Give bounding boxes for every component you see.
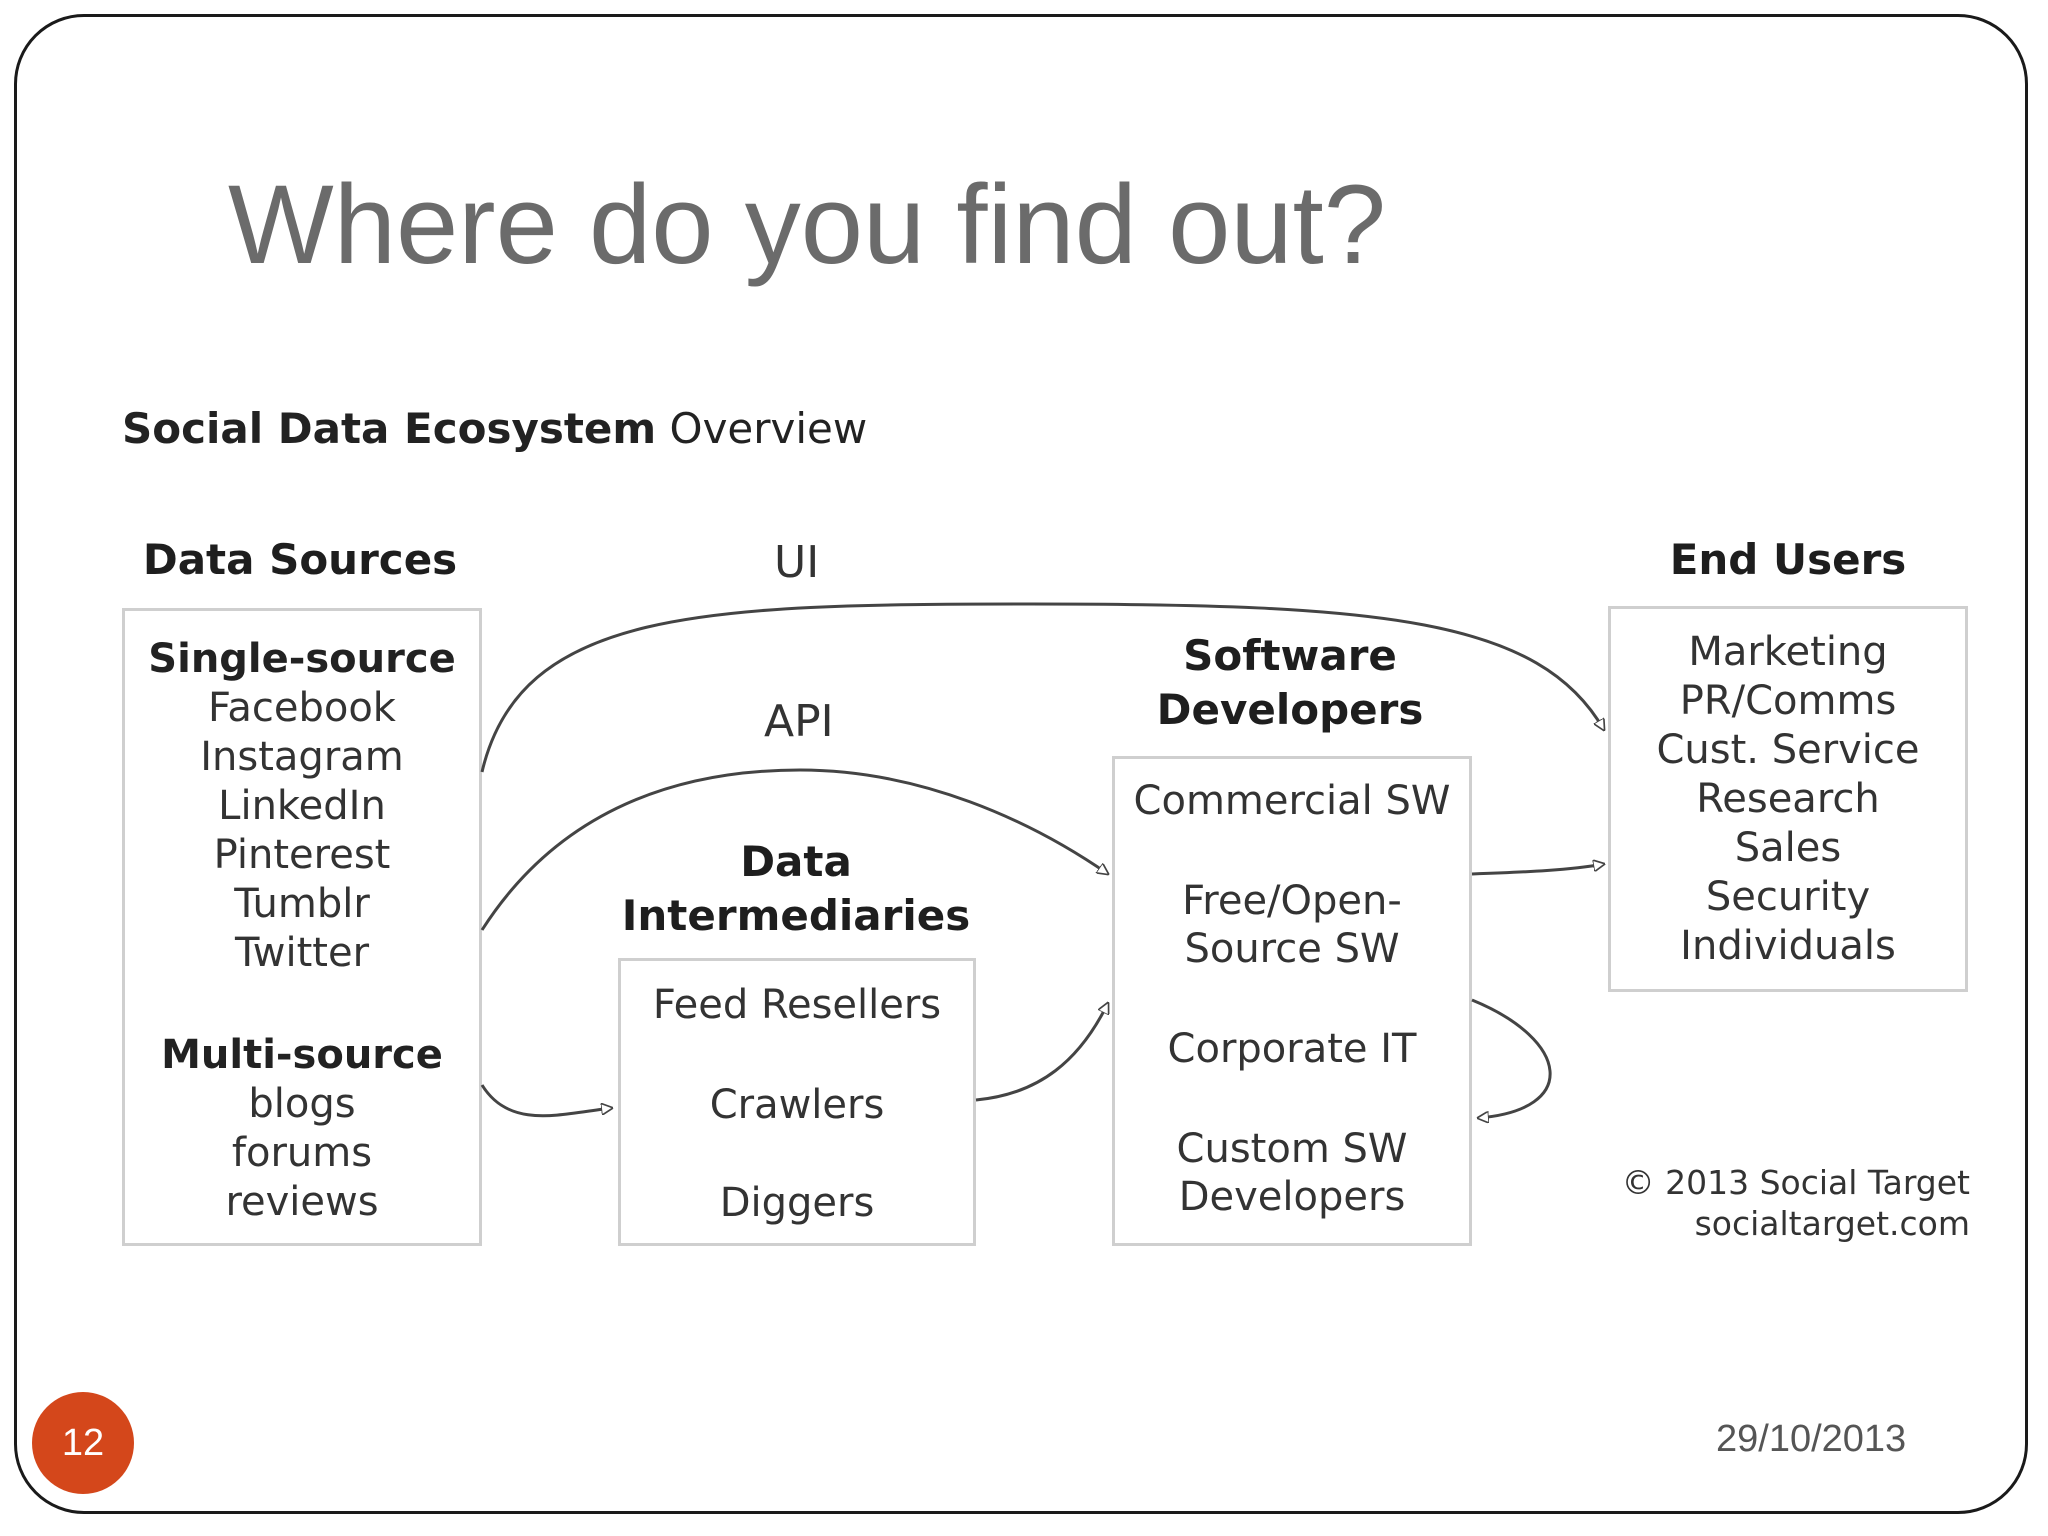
copyright-line1: © 2013 Social Target: [1621, 1163, 1970, 1202]
intermediaries-heading-line1: Data: [740, 837, 852, 886]
edge-label-api: API: [764, 696, 834, 747]
intermediary-crawlers: Crawlers: [709, 1082, 885, 1128]
end-users-heading: End Users: [1669, 535, 1907, 584]
developer-free-open-line1: Free/Open-: [1182, 878, 1402, 924]
arrow-intermediaries-to-developers: [975, 1003, 1108, 1102]
intermediary-feed-resellers: Feed Resellers: [652, 982, 942, 1028]
source-instagram: Instagram: [200, 734, 404, 780]
end-user-security: Security: [1705, 874, 1871, 920]
developer-commercial-sw: Commercial SW: [1133, 778, 1451, 824]
intermediaries-heading-line2: Intermediaries: [621, 891, 971, 940]
developer-custom-sw-line1: Custom SW: [1176, 1126, 1408, 1172]
copyright-line2: socialtarget.com: [1694, 1204, 1970, 1243]
copyright-note: © 2013 Social Target socialtarget.com: [1560, 1162, 1970, 1244]
source-blogs: blogs: [248, 1081, 356, 1127]
page-number-badge: 12: [32, 1392, 134, 1494]
diagram-heading: Social Data Ecosystem Overview: [122, 404, 867, 453]
end-users-box: Marketing PR/Comms Cust. Service Researc…: [1608, 606, 1968, 992]
intermediaries-box: Feed Resellers Crawlers Diggers: [618, 958, 976, 1246]
source-reviews: reviews: [225, 1179, 379, 1225]
source-twitter: Twitter: [234, 930, 370, 976]
source-linkedin: LinkedIn: [218, 783, 386, 829]
end-user-sales: Sales: [1734, 825, 1842, 871]
intermediaries-heading: Data Intermediaries: [600, 835, 992, 943]
single-source-label: Single-source: [148, 636, 456, 682]
source-pinterest: Pinterest: [213, 832, 391, 878]
diagram-heading-bold: Social Data Ecosystem: [122, 404, 657, 453]
source-forums: forums: [231, 1130, 373, 1176]
arrow-developers-self-loop: [1471, 998, 1552, 1118]
end-user-pr-comms: PR/Comms: [1679, 678, 1897, 724]
intermediary-diggers: Diggers: [719, 1180, 875, 1226]
developer-free-open-line2: Source SW: [1184, 926, 1400, 972]
data-sources-box: Single-source Facebook Instagram LinkedI…: [122, 608, 482, 1246]
slide-date: 29/10/2013: [1716, 1418, 1907, 1460]
slide-title: Where do you find out?: [228, 162, 1387, 287]
end-user-marketing: Marketing: [1688, 629, 1888, 675]
arrow-api-sources-to-developers: [480, 768, 1108, 931]
source-tumblr: Tumblr: [234, 881, 370, 927]
multi-source-label: Multi-source: [161, 1032, 443, 1078]
end-user-research: Research: [1696, 776, 1880, 822]
arrow-ui-sources-to-end-users: [480, 602, 1604, 773]
developers-heading: Software Developers: [1110, 629, 1470, 737]
edge-label-ui: UI: [774, 537, 820, 588]
developer-corporate-it: Corporate IT: [1167, 1026, 1417, 1072]
source-facebook: Facebook: [208, 685, 396, 731]
end-user-cust-service: Cust. Service: [1656, 727, 1920, 773]
arrow-developers-to-end-users: [1471, 864, 1604, 876]
end-user-individuals: Individuals: [1680, 923, 1896, 969]
developers-heading-line2: Developers: [1156, 685, 1424, 734]
data-sources-heading: Data Sources: [142, 535, 458, 584]
arrow-multisource-to-intermediaries: [480, 1084, 612, 1118]
developers-box: Commercial SW Free/Open- Source SW Corpo…: [1112, 756, 1472, 1246]
developers-heading-line1: Software: [1183, 631, 1397, 680]
diagram-heading-light: Overview: [669, 404, 868, 453]
developer-custom-sw-line2: Developers: [1178, 1174, 1406, 1220]
